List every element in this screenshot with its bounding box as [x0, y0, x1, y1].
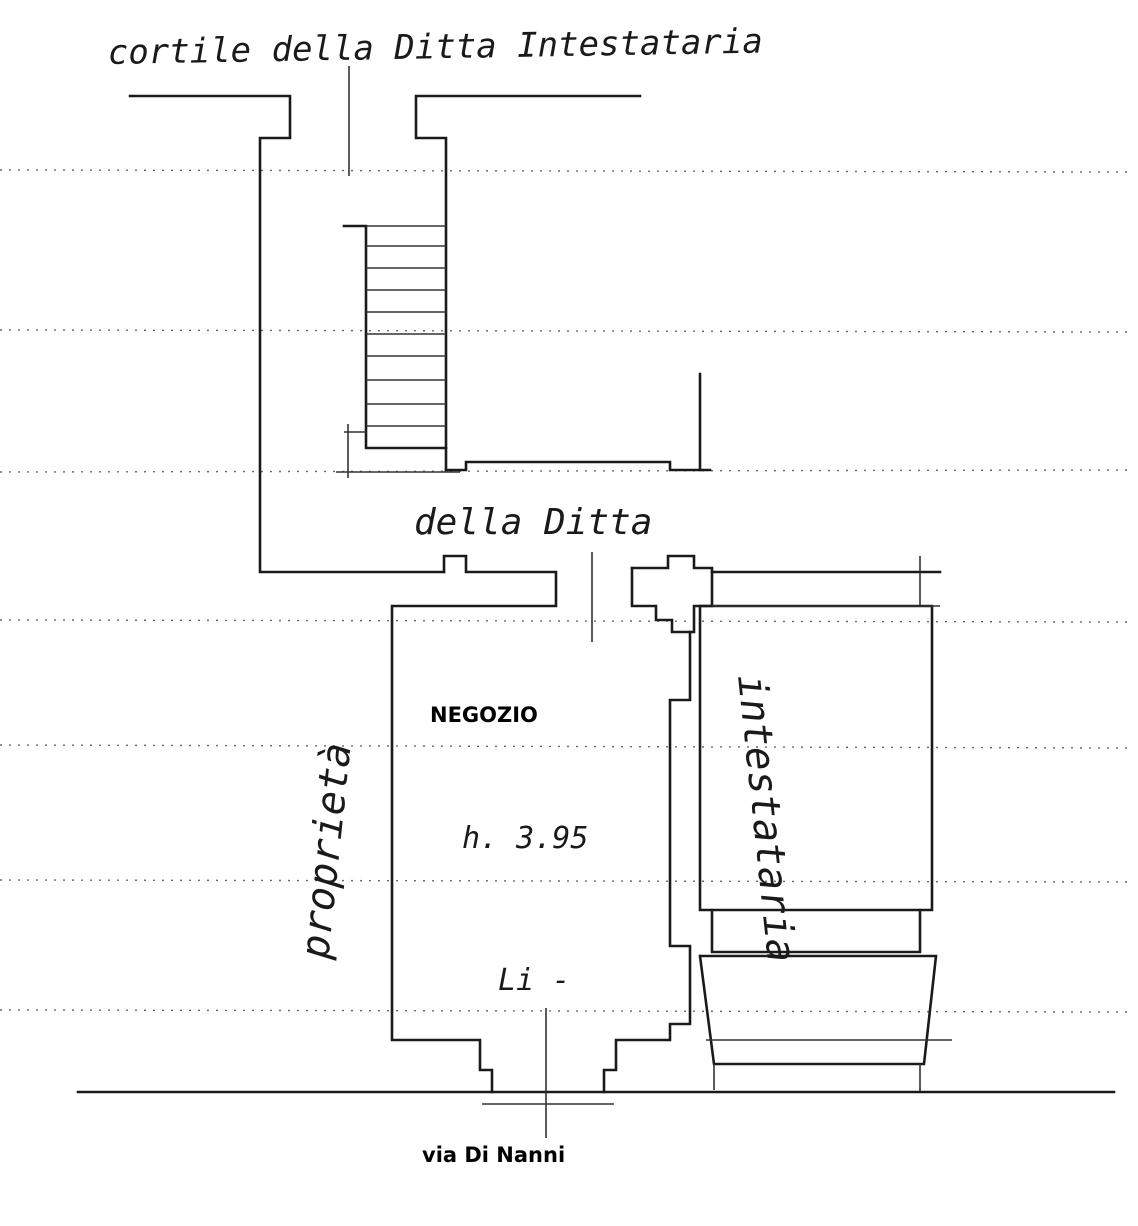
- room-name-label: NEGOZIO: [430, 703, 538, 727]
- staircase: [336, 224, 460, 478]
- courtyard-label: cortile della Ditta Intestataria: [107, 22, 763, 73]
- scan-artifacts: [0, 169, 1131, 1013]
- height-label: h. 3.95: [462, 821, 588, 856]
- intestataria-label: intestataria: [728, 672, 804, 964]
- right-walls: [602, 554, 952, 1094]
- street-edge: [76, 1008, 1116, 1138]
- landing-wall: [444, 372, 712, 472]
- street-name-label: via Di Nanni: [422, 1143, 565, 1167]
- courtyard-walls: [128, 66, 642, 574]
- della-ditta-label: della Ditta: [414, 502, 652, 543]
- door-mark-label: Li -: [498, 963, 570, 998]
- dividing-wall: [390, 552, 593, 1094]
- proprieta-label: proprietà: [292, 741, 361, 962]
